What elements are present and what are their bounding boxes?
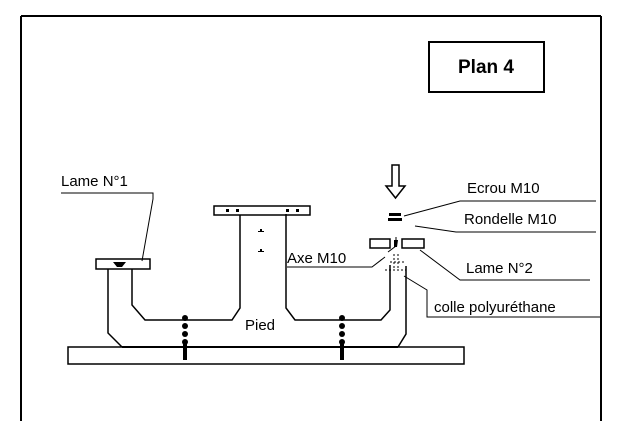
label-ecrou-m10: Ecrou M10: [467, 180, 540, 197]
leader-lines: [61, 192, 600, 318]
label-rondelle-m10: Rondelle M10: [464, 211, 557, 228]
label-colle: colle polyuréthane: [434, 299, 556, 316]
left-arm: [107, 214, 241, 348]
nut-m10: [388, 213, 402, 221]
blade-2-parts: [369, 238, 425, 249]
foot-holes: [258, 229, 264, 252]
left-bolt: [113, 262, 126, 267]
base-plate: [67, 346, 465, 365]
right-arm: [285, 214, 407, 348]
foot-top-plate-holes: [226, 209, 299, 212]
foot-top-plate: [213, 205, 311, 216]
page-frame: [20, 15, 602, 421]
down-arrow-icon: [384, 164, 407, 200]
plan-title: Plan 4: [458, 57, 514, 78]
label-lame-2: Lame N°2: [466, 260, 533, 277]
title-box: [428, 41, 545, 93]
axle-m10: [385, 254, 406, 271]
left-base-bolt: [182, 315, 188, 360]
right-base-bolt: [339, 315, 345, 360]
label-pied: Pied: [245, 317, 275, 334]
label-lame-1: Lame N°1: [61, 173, 128, 190]
label-axe-m10: Axe M10: [287, 250, 346, 267]
